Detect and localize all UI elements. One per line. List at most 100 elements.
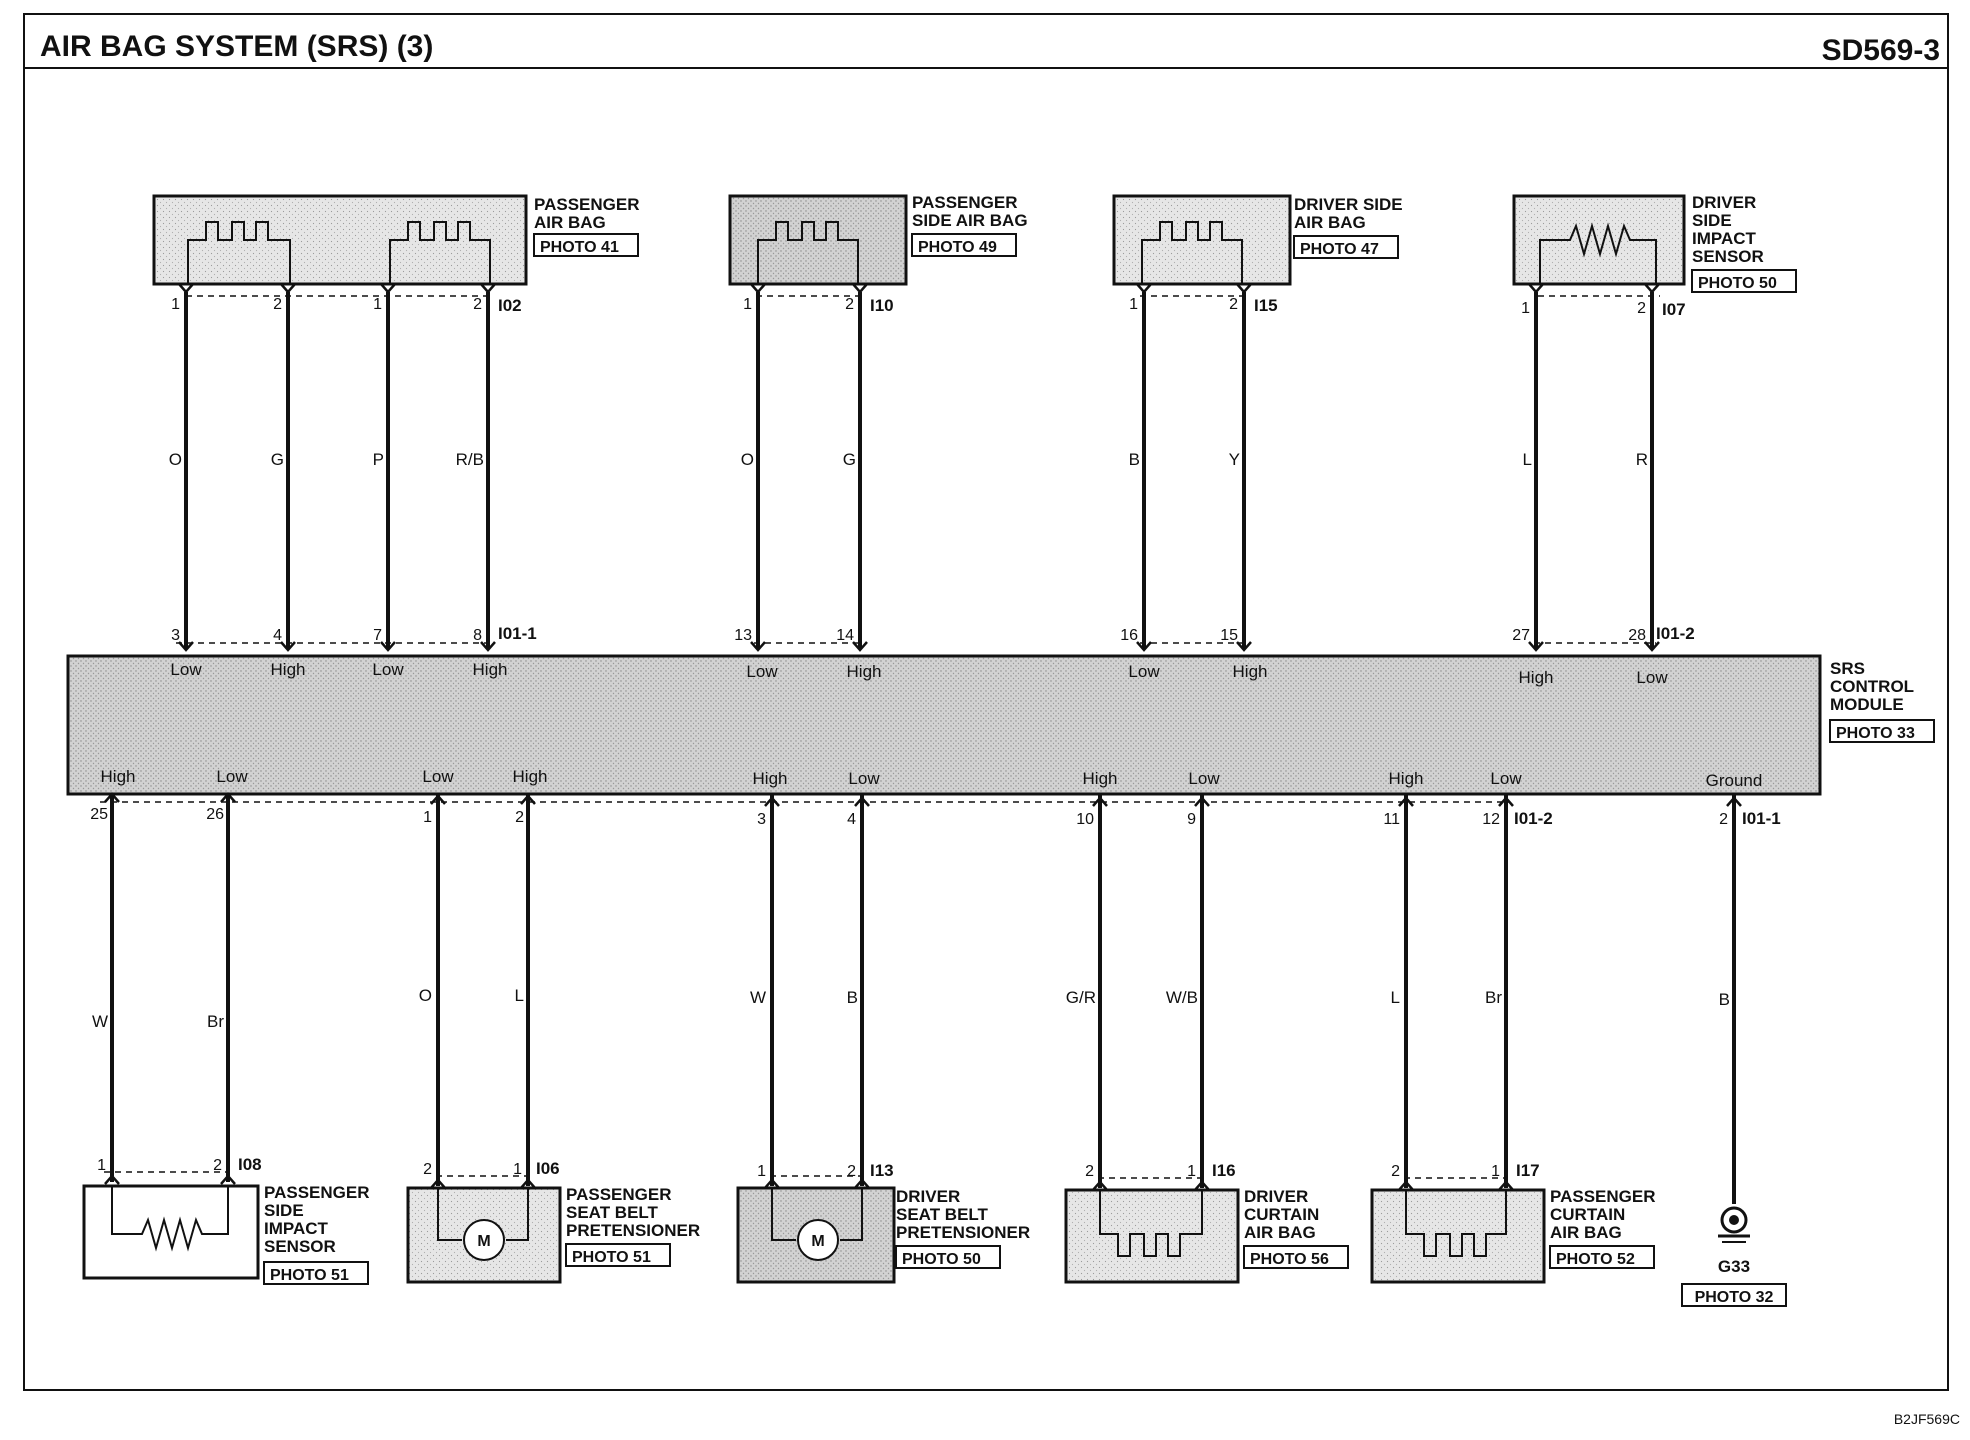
svg-text:8: 8 — [473, 627, 482, 644]
svg-text:PHOTO 41: PHOTO 41 — [540, 239, 619, 256]
svg-text:2: 2 — [473, 296, 482, 313]
svg-text:1: 1 — [97, 1157, 106, 1174]
terminal-arrow — [104, 792, 120, 803]
photo-box — [263, 1261, 369, 1285]
svg-text:High: High — [271, 660, 306, 679]
squib-icon — [757, 221, 859, 284]
svg-text:I01-1: I01-1 — [498, 624, 537, 643]
svg-text:DRIVER SIDE: DRIVER SIDE — [1294, 195, 1403, 214]
svg-text:3: 3 — [757, 811, 766, 828]
svg-text:W/B: W/B — [1166, 988, 1198, 1007]
terminal-arrow — [854, 796, 870, 807]
terminal-arrow — [1236, 283, 1252, 294]
svg-text:L: L — [1523, 450, 1532, 469]
svg-text:AIR BAG: AIR BAG — [1550, 1223, 1622, 1242]
terminal-arrow — [852, 283, 868, 294]
svg-text:PHOTO 50: PHOTO 50 — [1698, 275, 1777, 292]
photo-box — [895, 1245, 1001, 1269]
svg-text:I16: I16 — [1212, 1161, 1236, 1180]
svg-text:1: 1 — [1521, 300, 1530, 317]
svg-text:2: 2 — [845, 296, 854, 313]
photo-box — [1691, 269, 1797, 293]
svg-text:Low: Low — [422, 767, 454, 786]
svg-text:PHOTO 51: PHOTO 51 — [270, 1267, 349, 1284]
svg-text:Ground: Ground — [1706, 771, 1763, 790]
svg-text:B: B — [1719, 990, 1730, 1009]
svg-text:AIR BAG: AIR BAG — [1244, 1223, 1316, 1242]
svg-text:G33: G33 — [1718, 1257, 1750, 1276]
squib-icon — [389, 221, 491, 284]
terminal-arrow — [1398, 1180, 1414, 1191]
svg-text:1: 1 — [743, 296, 752, 313]
terminal-arrow — [1136, 283, 1152, 294]
svg-text:2: 2 — [1637, 300, 1646, 317]
diagram-frame — [23, 13, 1949, 1391]
svg-text:25: 25 — [90, 806, 108, 823]
svg-text:PHOTO 49: PHOTO 49 — [918, 239, 997, 256]
svg-text:L: L — [1391, 988, 1400, 1007]
svg-text:SENSOR: SENSOR — [1692, 247, 1764, 266]
resistor-icon — [111, 1186, 229, 1252]
driver-side-impact-sensor: DRIVER SIDE IMPACT SENSOR PHOTO 50 — [1512, 193, 1797, 293]
svg-text:I06: I06 — [536, 1159, 560, 1178]
svg-text:PASSENGER: PASSENGER — [534, 195, 640, 214]
svg-text:1: 1 — [373, 296, 382, 313]
svg-text:SEAT BELT: SEAT BELT — [896, 1205, 989, 1224]
terminal-arrow — [178, 283, 194, 294]
terminal-arrow — [1498, 1180, 1514, 1191]
terminal-arrow — [280, 283, 296, 294]
svg-text:1: 1 — [757, 1163, 766, 1180]
svg-text:I02: I02 — [498, 296, 522, 315]
page-title: AIR BAG SYSTEM (SRS) (3) — [40, 30, 433, 63]
srs-control-module: SRS CONTROL MODULE PHOTO 33 — [66, 654, 1935, 796]
module-top-pins: 3 4 7 8 13 14 16 15 27 28 — [171, 627, 1646, 644]
terminal-arrow — [764, 796, 780, 807]
module-bottom-signals: High Low Low High High Low High Low High… — [101, 767, 1763, 790]
svg-text:CONTROL: CONTROL — [1830, 677, 1914, 696]
svg-text:1: 1 — [171, 296, 180, 313]
photo-box — [1829, 719, 1935, 743]
svg-text:4: 4 — [273, 627, 282, 644]
svg-text:M: M — [477, 1233, 490, 1250]
photo-box — [533, 233, 639, 257]
terminal-arrow — [1194, 796, 1210, 807]
svg-text:28: 28 — [1628, 627, 1646, 644]
squib-icon — [187, 221, 291, 284]
svg-text:O: O — [419, 986, 432, 1005]
svg-text:Br: Br — [1485, 988, 1502, 1007]
svg-text:26: 26 — [206, 806, 224, 823]
svg-text:M: M — [811, 1233, 824, 1250]
terminal-arrow — [178, 641, 194, 652]
svg-text:SIDE: SIDE — [264, 1201, 304, 1220]
svg-text:2: 2 — [1719, 811, 1728, 828]
svg-text:2: 2 — [515, 809, 524, 826]
svg-text:I01-1: I01-1 — [1742, 809, 1781, 828]
svg-text:PASSENGER: PASSENGER — [912, 193, 1018, 212]
svg-text:I07: I07 — [1662, 300, 1686, 319]
figure-reference: B2JF569C — [1894, 1411, 1960, 1427]
terminal-arrow — [380, 283, 396, 294]
svg-text:High: High — [753, 769, 788, 788]
svg-text:1: 1 — [1129, 296, 1138, 313]
svg-text:1: 1 — [513, 1161, 522, 1178]
svg-text:PHOTO 52: PHOTO 52 — [1556, 1251, 1635, 1268]
photo-box — [1293, 235, 1399, 259]
terminal-arrow — [1644, 641, 1660, 652]
terminal-arrow — [1092, 1180, 1108, 1191]
svg-text:MODULE: MODULE — [1830, 695, 1904, 714]
top-component-pins: 1 2 1 2 1 2 1 2 1 2 — [171, 296, 1646, 317]
photo-box — [1681, 1283, 1787, 1307]
driver-curtain-air-bag: I16 DRIVER CURTAIN AIR BAG PHOTO 56 — [1064, 1161, 1349, 1284]
terminal-arrow — [1398, 796, 1414, 807]
svg-text:CURTAIN: CURTAIN — [1550, 1205, 1625, 1224]
svg-text:PHOTO 47: PHOTO 47 — [1300, 241, 1379, 258]
terminal-arrow — [1092, 796, 1108, 807]
svg-text:Low: Low — [848, 769, 880, 788]
svg-text:SENSOR: SENSOR — [264, 1237, 336, 1256]
svg-text:PHOTO 56: PHOTO 56 — [1250, 1251, 1329, 1268]
svg-text:Low: Low — [1188, 769, 1220, 788]
svg-text:Low: Low — [216, 767, 248, 786]
top-wires — [184, 292, 1654, 648]
svg-text:IMPACT: IMPACT — [1692, 229, 1757, 248]
